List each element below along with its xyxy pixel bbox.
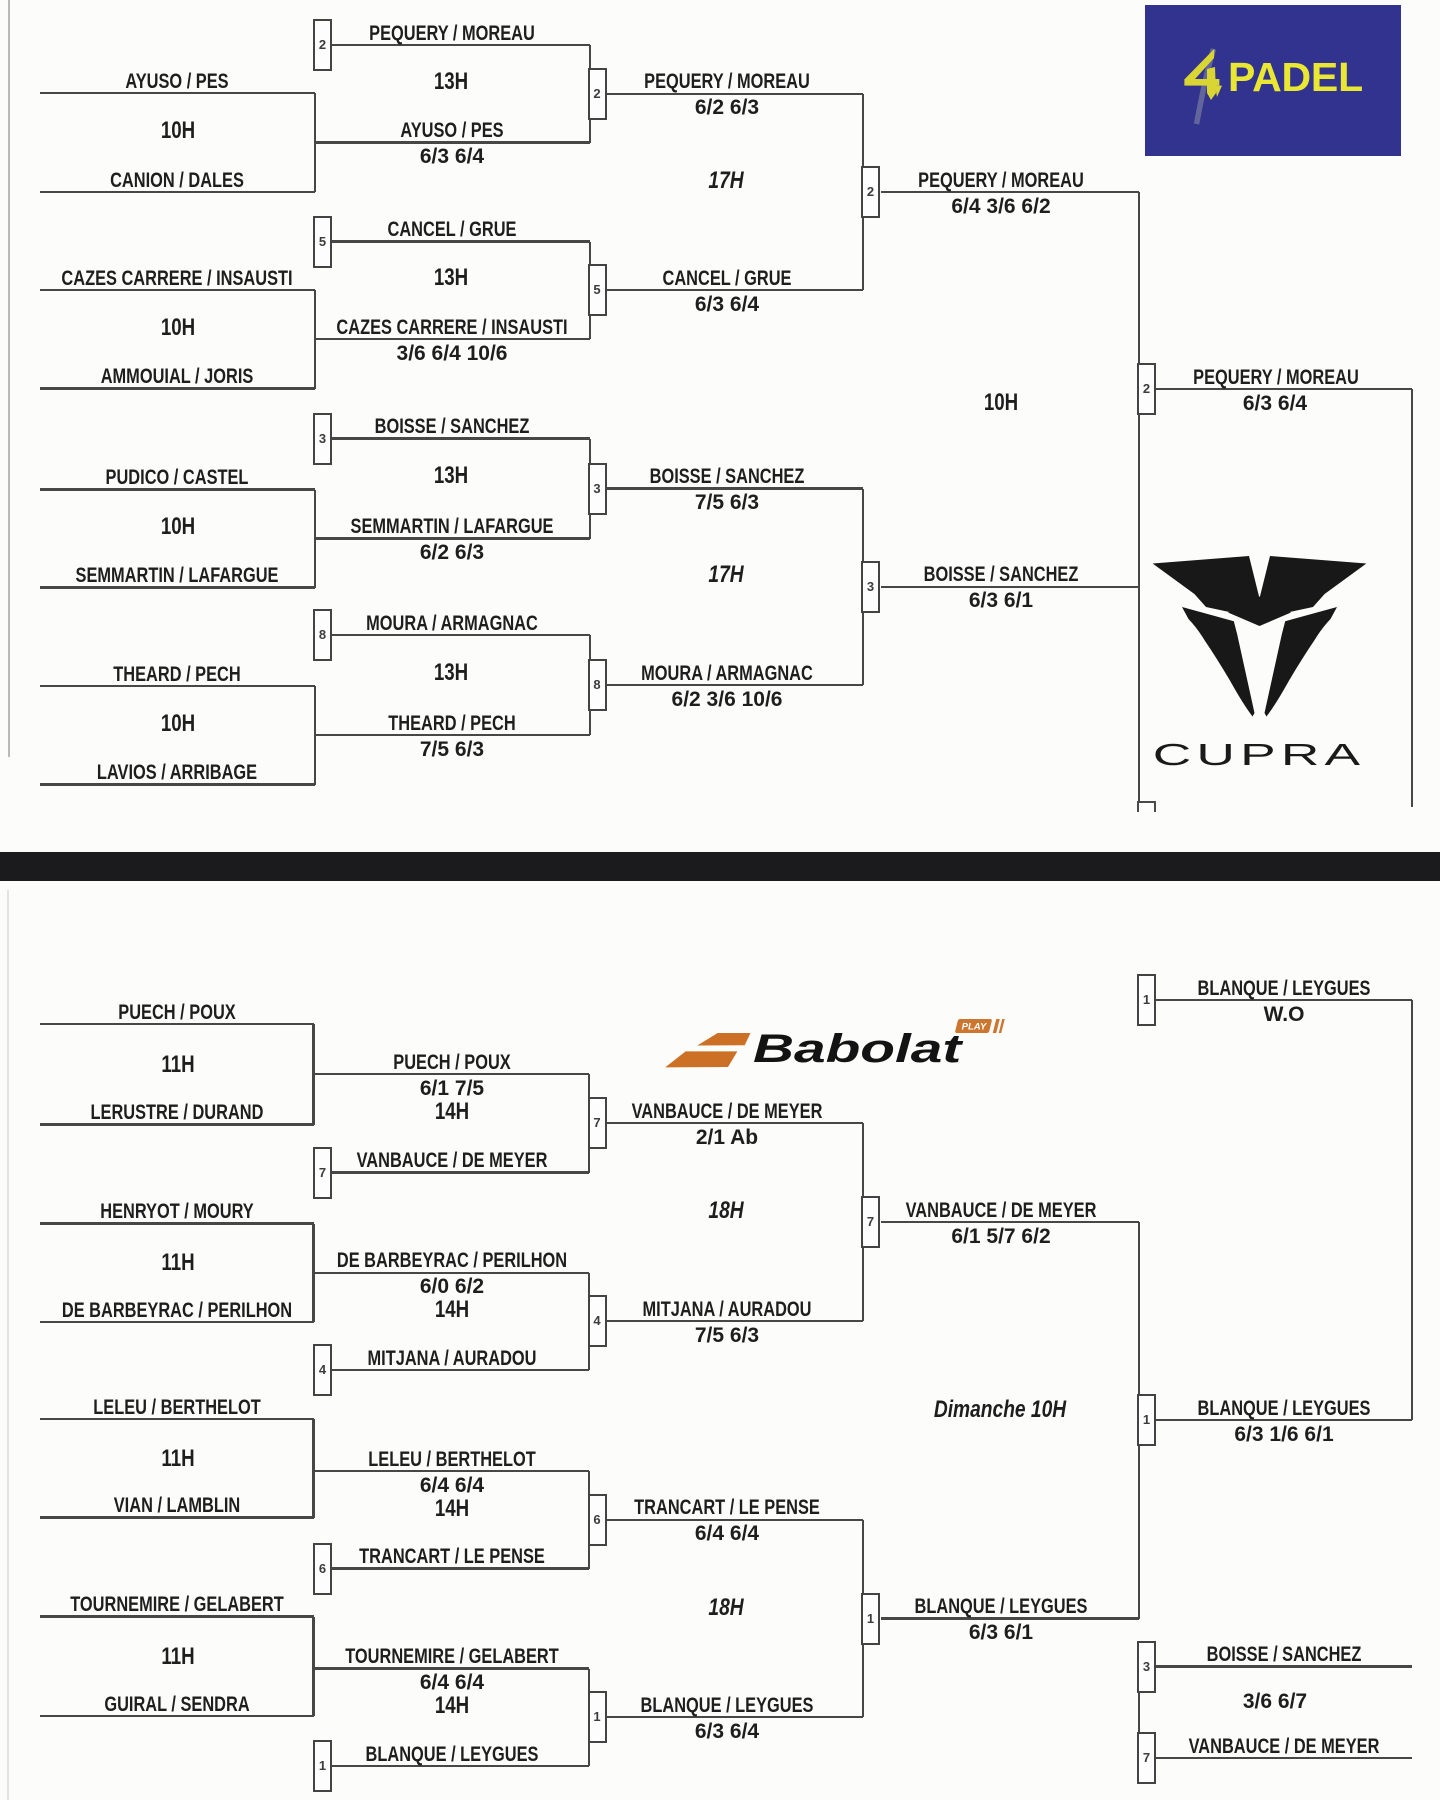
svg-text:PLAY: PLAY [962, 1022, 988, 1033]
